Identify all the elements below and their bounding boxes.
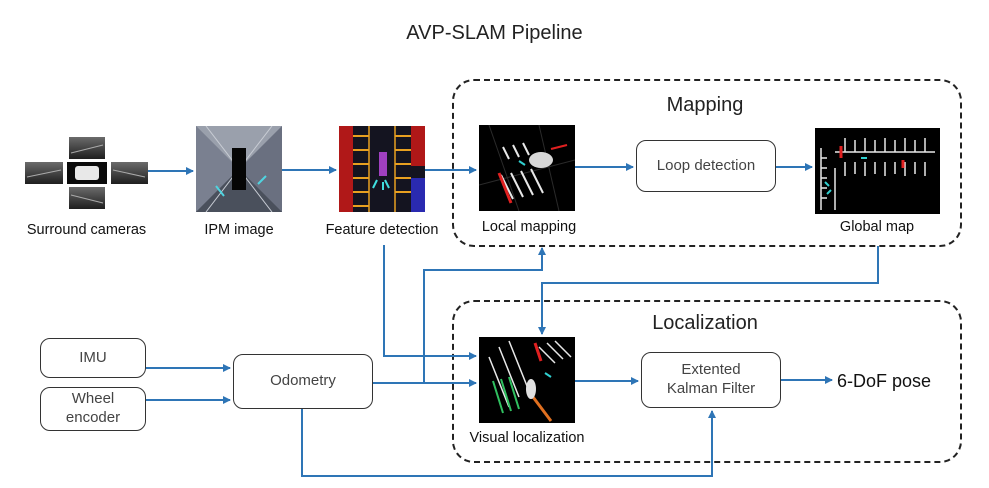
visual-localization-image — [479, 337, 575, 423]
ipm-image-label: IPM image — [204, 222, 274, 238]
mapping-group-title: Mapping — [666, 94, 744, 116]
mapping-group — [452, 79, 962, 247]
feature-detection-image — [339, 126, 425, 212]
arrow-odometry-to-local — [423, 247, 546, 383]
ekf-box: Extented Kalman Filter — [641, 352, 781, 408]
six-dof-pose-output: 6-DoF pose — [837, 371, 932, 391]
global-map-label: Global map — [839, 219, 915, 235]
global-map-image — [815, 128, 940, 214]
visual-localization-label: Visual localization — [469, 430, 585, 446]
arrow-odometry-to-ekf — [301, 409, 716, 477]
ipm-image — [196, 126, 282, 212]
diagram-title: AVP-SLAM Pipeline — [406, 22, 583, 44]
loop-detection-box: Loop detection — [636, 140, 776, 192]
localization-group-title: Localization — [652, 312, 758, 334]
arrow-feature-to-visual — [383, 245, 477, 360]
imu-box: IMU — [40, 338, 146, 378]
wheel-encoder-box: Wheel encoder — [40, 387, 146, 431]
arrow-global-to-visual — [538, 246, 879, 335]
surround-cameras-label: Surround cameras — [26, 222, 147, 238]
localization-group — [452, 300, 962, 463]
surround-cameras-image — [25, 137, 148, 209]
local-mapping-label: Local mapping — [481, 219, 577, 235]
feature-detection-label: Feature detection — [325, 222, 439, 238]
odometry-box: Odometry — [233, 354, 373, 409]
local-mapping-image — [479, 125, 575, 211]
